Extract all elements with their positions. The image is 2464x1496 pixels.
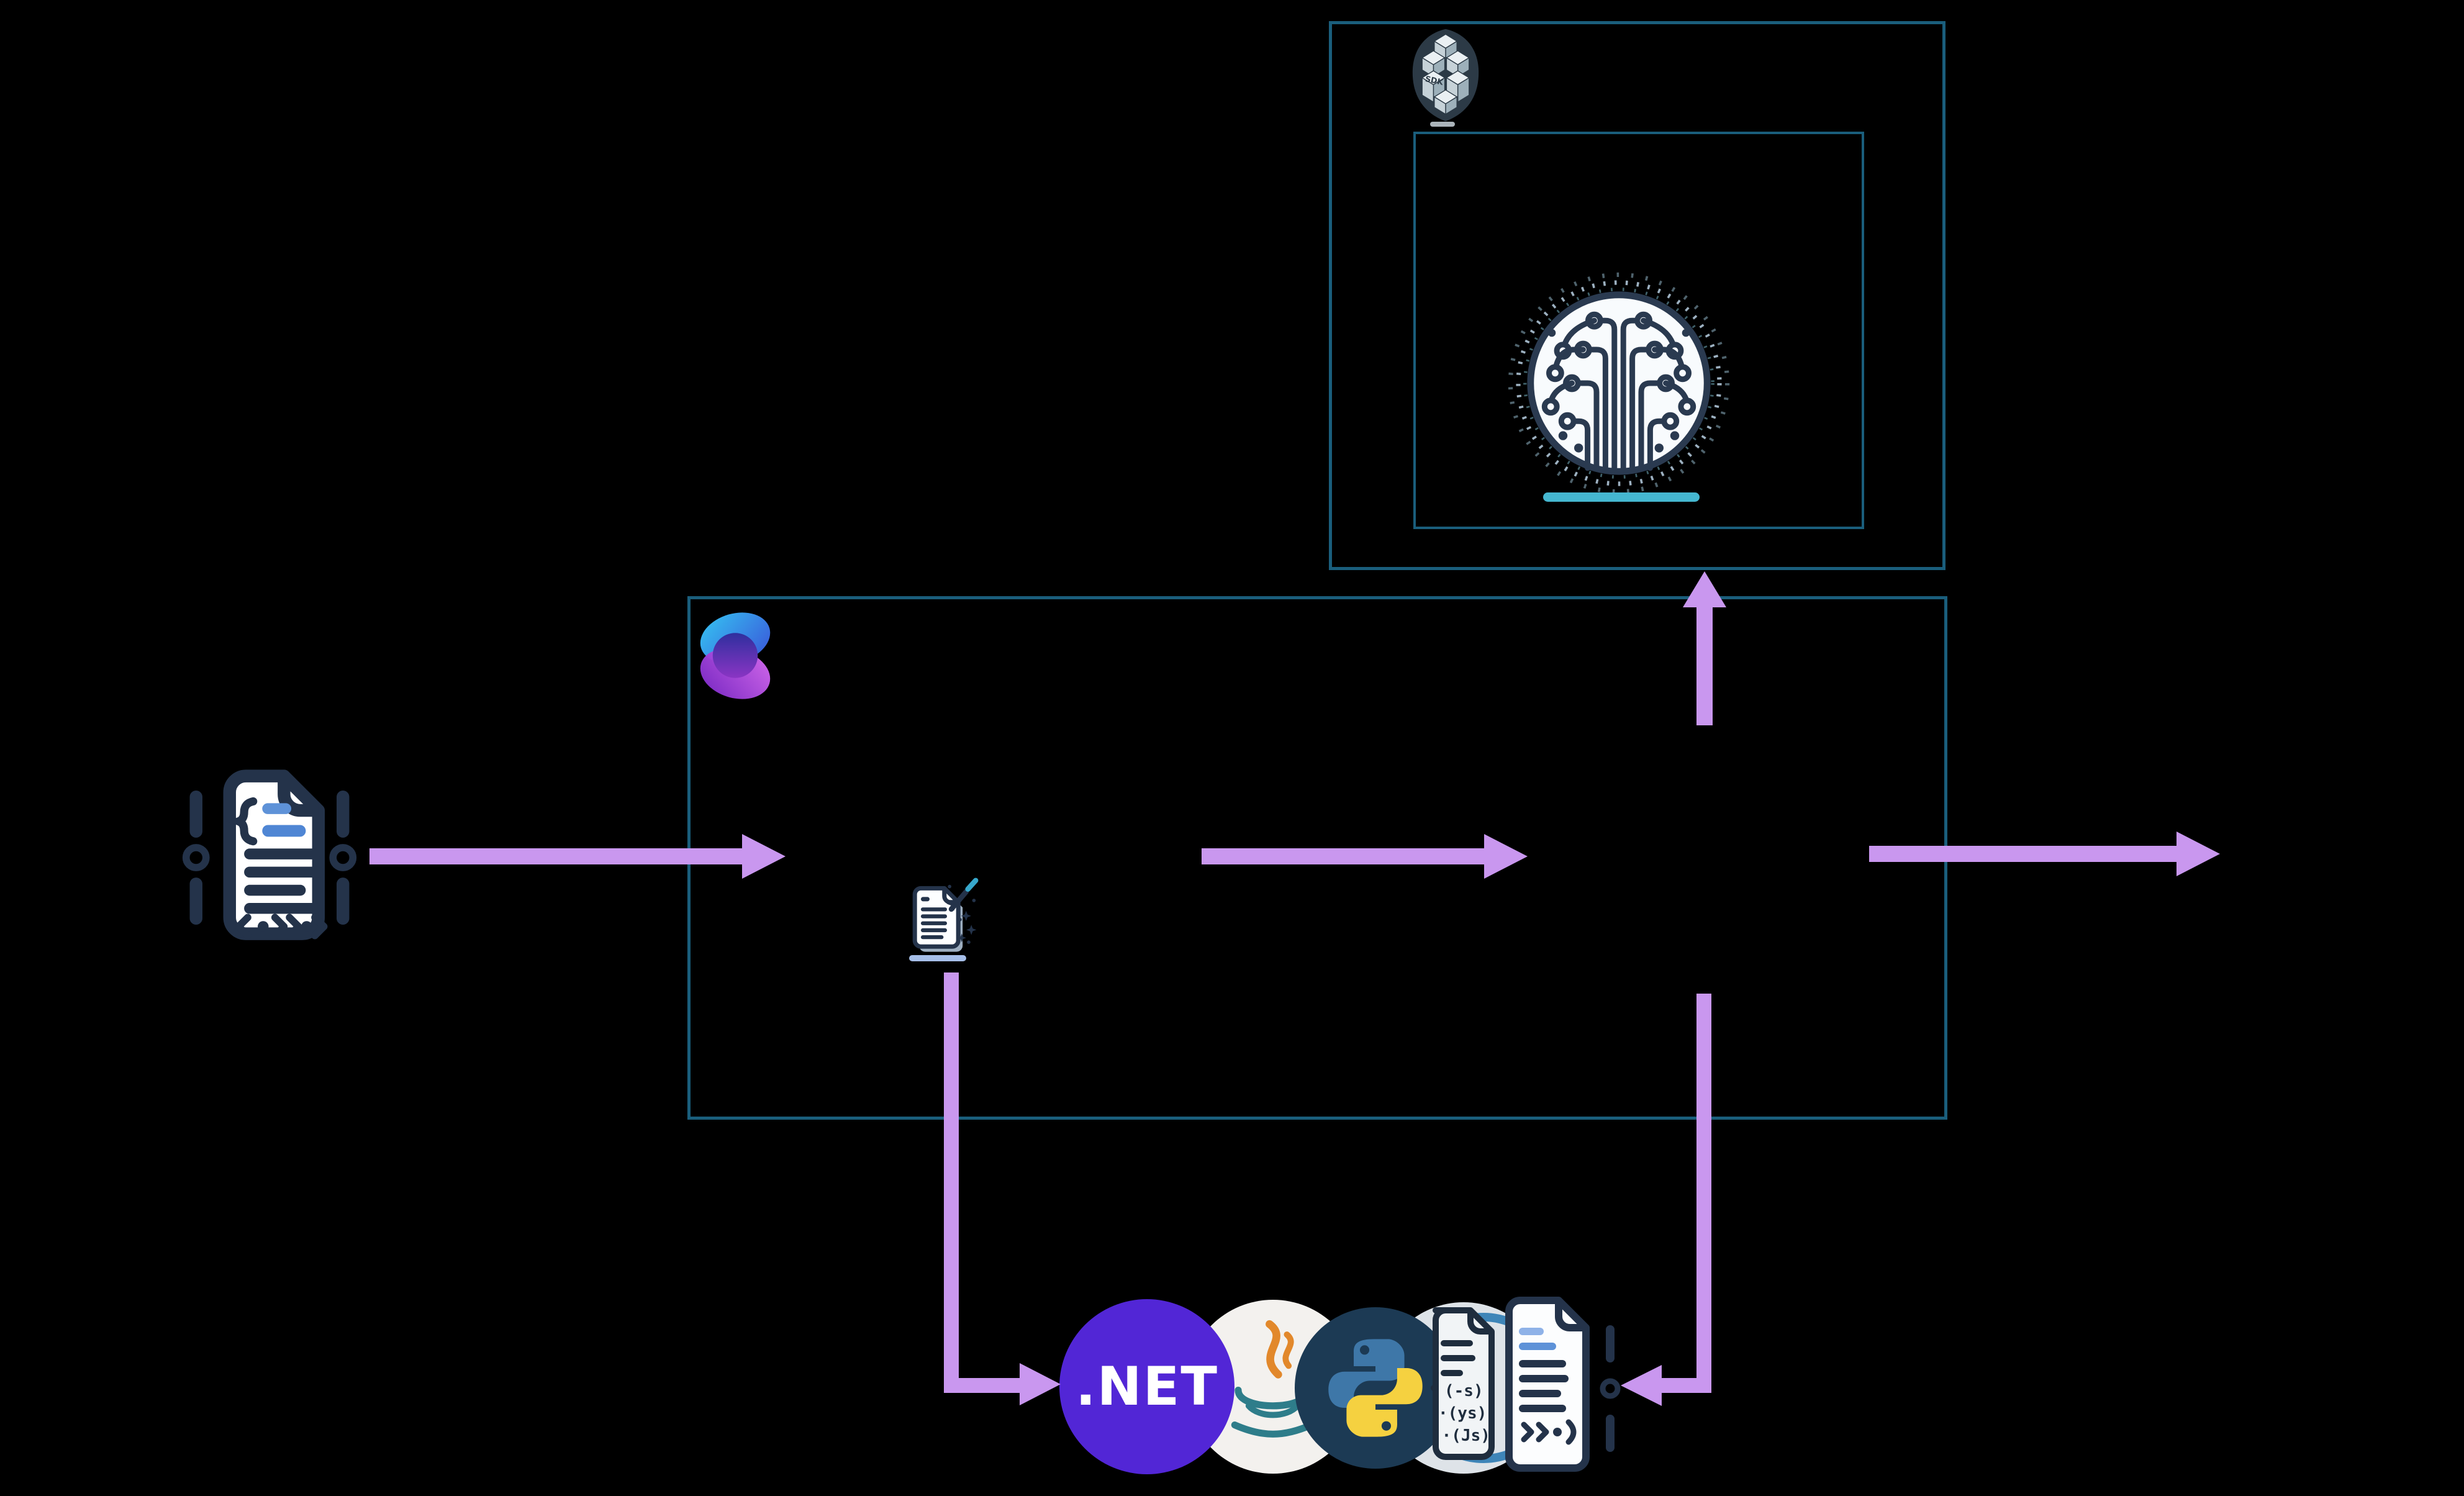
- output-document-icon: [1505, 1297, 1621, 1472]
- template-underline: [909, 955, 966, 961]
- sdk-caption-dash: [1430, 122, 1455, 127]
- python-logo: [1295, 1307, 1456, 1469]
- script-line-2: ·(ys): [1438, 1404, 1487, 1423]
- sdk-box: [1329, 21, 1945, 570]
- semantic-kernel-logo: [700, 612, 771, 699]
- model-box: [1413, 132, 1864, 529]
- arrow-input-to-kernel-head: [742, 834, 786, 879]
- script-line-3: )·(Js): [1432, 1426, 1490, 1445]
- arrow-template-to-runtimes-h: [944, 1378, 1020, 1393]
- brain-underline: [1543, 492, 1700, 502]
- sdk-badge-label: SDK: [1424, 74, 1445, 87]
- arrow-input-to-kernel: [369, 848, 742, 864]
- dotnet-label: .NET: [1075, 1356, 1219, 1418]
- arrow-kernel-to-scripts-h: [1662, 1378, 1711, 1393]
- template-document-sparkles-icon: [912, 877, 979, 952]
- script-files-icon: (-s) ·(ys) )·(Js): [1431, 1307, 1495, 1460]
- ai-brain-circuit-icon: [1508, 272, 1730, 494]
- arrow-kernel-to-model-head: [1683, 571, 1726, 607]
- arrow-kernel-to-output-head: [2176, 832, 2220, 876]
- arrow-kernel-internal: [1202, 848, 1484, 864]
- arrow-kernel-to-scripts-v: [1696, 994, 1711, 1393]
- arrow-kernel-to-scripts-head: [1621, 1365, 1662, 1406]
- arrow-template-to-runtimes-head: [1020, 1363, 1061, 1405]
- dotnet-logo: .NET: [1059, 1299, 1234, 1474]
- sdk-cubes-icon: SDK: [1412, 29, 1479, 122]
- code-document-icon: [182, 769, 357, 940]
- arrow-kernel-to-model: [1696, 607, 1713, 725]
- arrow-template-to-runtimes-v: [944, 972, 959, 1393]
- arrow-kernel-to-output: [1869, 846, 2176, 862]
- script-line-1: (-s): [1444, 1382, 1483, 1400]
- arrow-kernel-internal-head: [1484, 834, 1528, 879]
